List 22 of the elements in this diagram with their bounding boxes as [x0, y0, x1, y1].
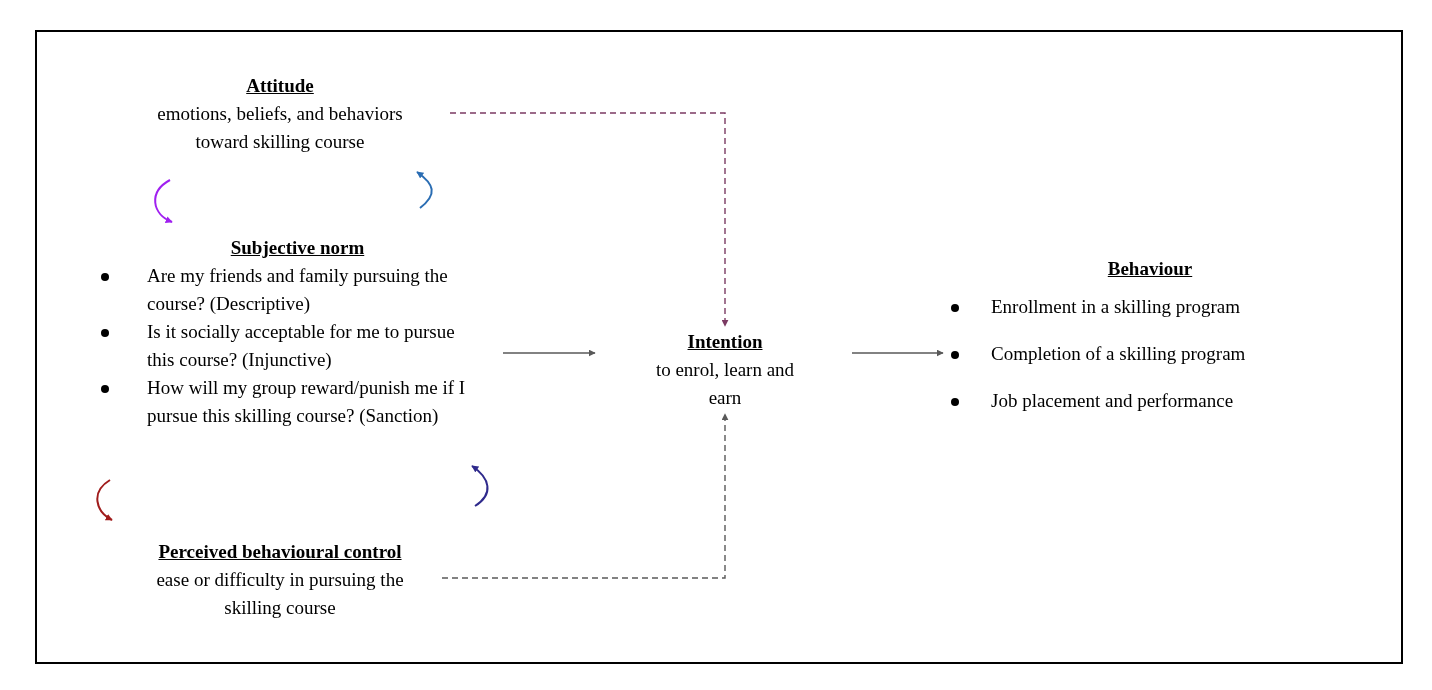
- node-heading: Intention: [687, 330, 763, 354]
- arrow: [449, 112, 729, 327]
- node-heading: Perceived behavioural control: [158, 540, 402, 564]
- node-description: emotions, beliefs, and behaviors toward skilling course: [156, 102, 404, 154]
- curved-arrow: [471, 465, 489, 507]
- node-description: ease or difficulty in pursuing the skilling course: [155, 568, 405, 620]
- bullet-text: Completion of a skilling program: [991, 342, 1246, 366]
- curved-arrow: [96, 479, 113, 521]
- bullet-text: Job placement and performance: [991, 389, 1234, 413]
- bullet-text: Are my friends and family pursuing the course? (Descriptive): [147, 264, 449, 316]
- node-heading: Subjective norm: [230, 236, 365, 260]
- bullet-text: How will my group reward/punish me if I pursue this skilling course? (Sanction): [147, 376, 467, 428]
- node-heading: Behaviour: [1107, 257, 1193, 281]
- node-description: to enrol, learn and earn: [654, 358, 796, 410]
- bullet-text: Enrollment in a skilling program: [991, 295, 1241, 319]
- bullet-text: Is it socially acceptable for me to pursue this course? (Injunctive): [147, 320, 456, 372]
- curved-arrow: [154, 179, 173, 223]
- arrow: [441, 413, 729, 579]
- arrow: [851, 349, 944, 357]
- arrow: [502, 349, 596, 357]
- node-heading: Attitude: [246, 74, 314, 98]
- curved-arrow: [416, 171, 433, 209]
